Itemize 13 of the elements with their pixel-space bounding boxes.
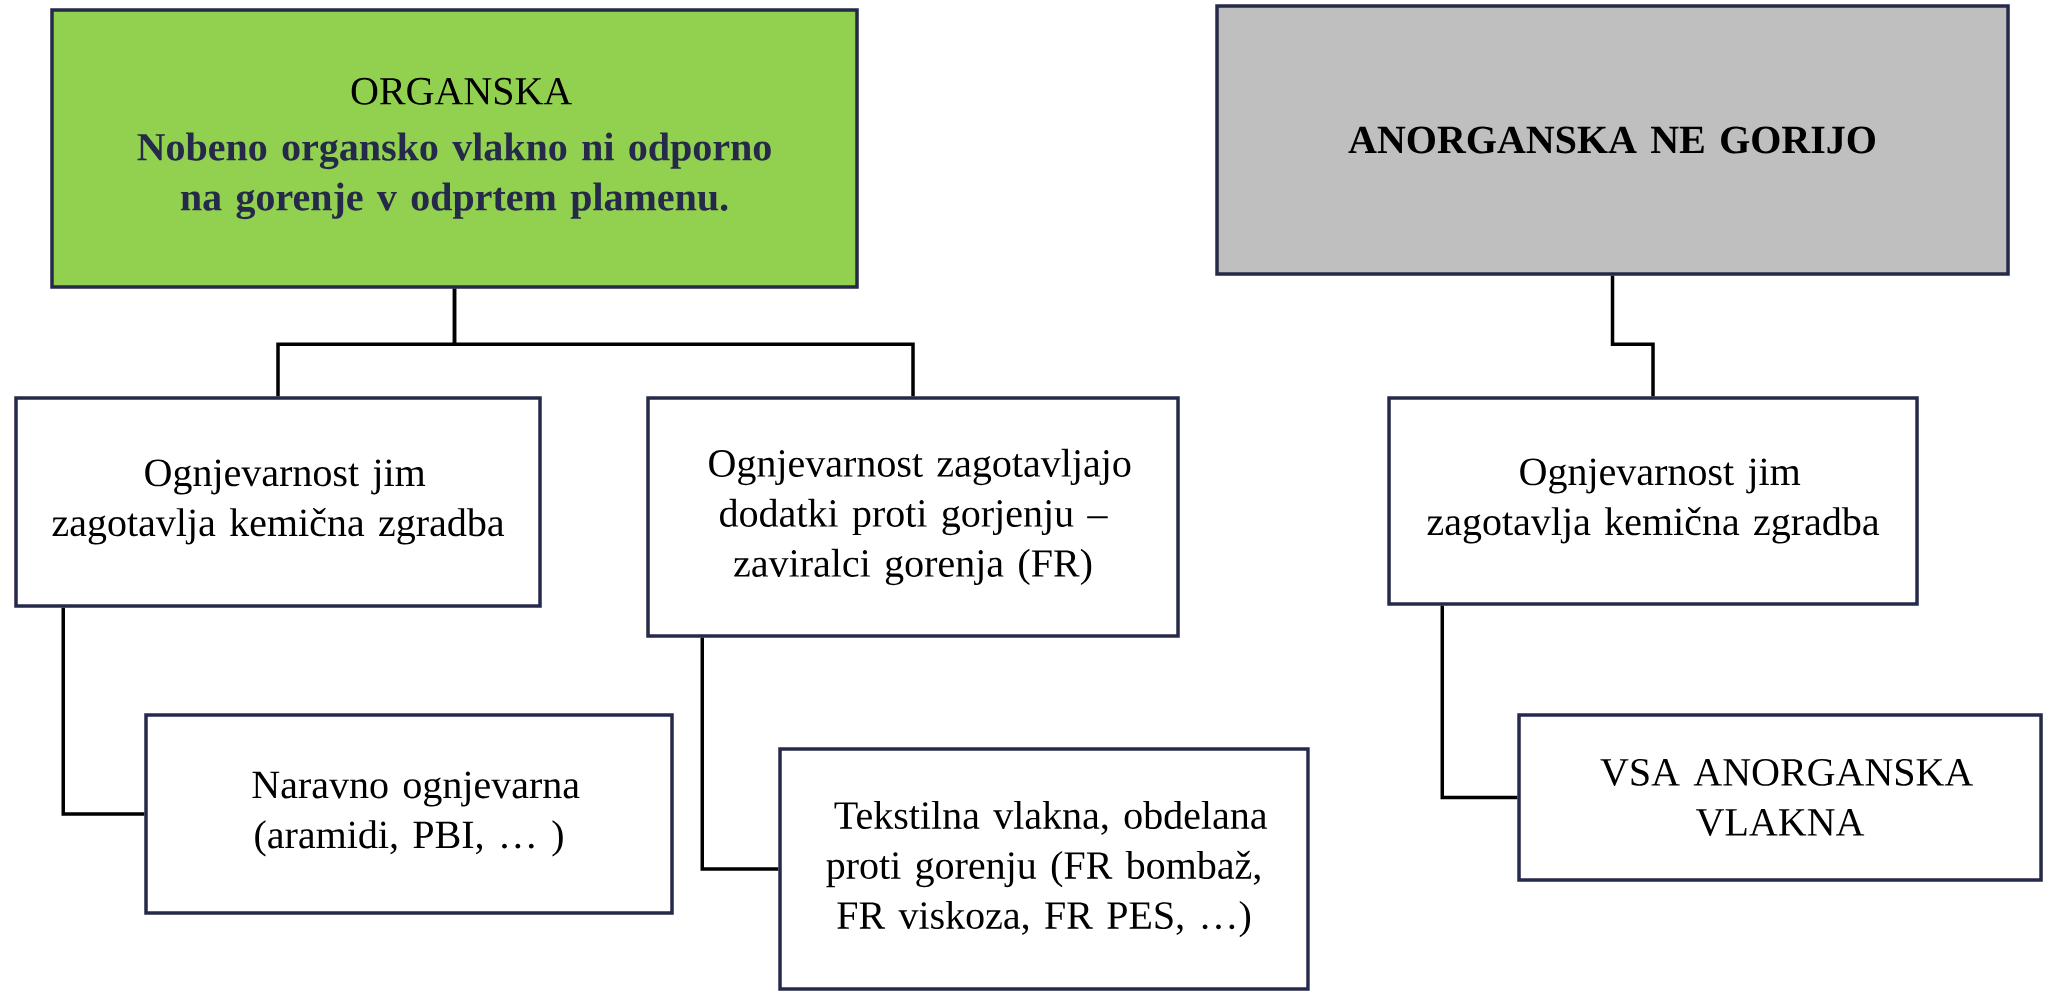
text-box: VSA ANORGANSKA VLAKNA — [1517, 713, 2043, 882]
connector-line — [1440, 605, 1518, 800]
connector-line — [1610, 275, 1655, 397]
text-box: Ognjevarnost zagotavljajo dodatki proti gorjenju – zaviralci gorenja (FR) — [646, 396, 1180, 638]
connector-line — [700, 637, 779, 871]
text-box: Ognjevarnost jim zagotavlja kemična zgradba — [1387, 396, 1919, 606]
connector-line — [61, 607, 145, 816]
text-box: Naravno ognjevarna (aramidi, PBI, … ) — [144, 713, 674, 915]
text-box: Tekstilna vlakna, obdelana proti gorenju (FR bombaž, FR viskoza, FR PES, …) — [778, 747, 1310, 991]
category-box: ANORGANSKA NE GORIJO — [1215, 4, 2010, 276]
text-box: Ognjevarnost jim zagotavlja kemična zgradba — [14, 396, 542, 608]
category-box: ORGANSKA Nobeno organsko vlakno ni odporno na gorenje v odprtem plamenu. — [50, 8, 859, 289]
connector-line — [452, 288, 915, 397]
